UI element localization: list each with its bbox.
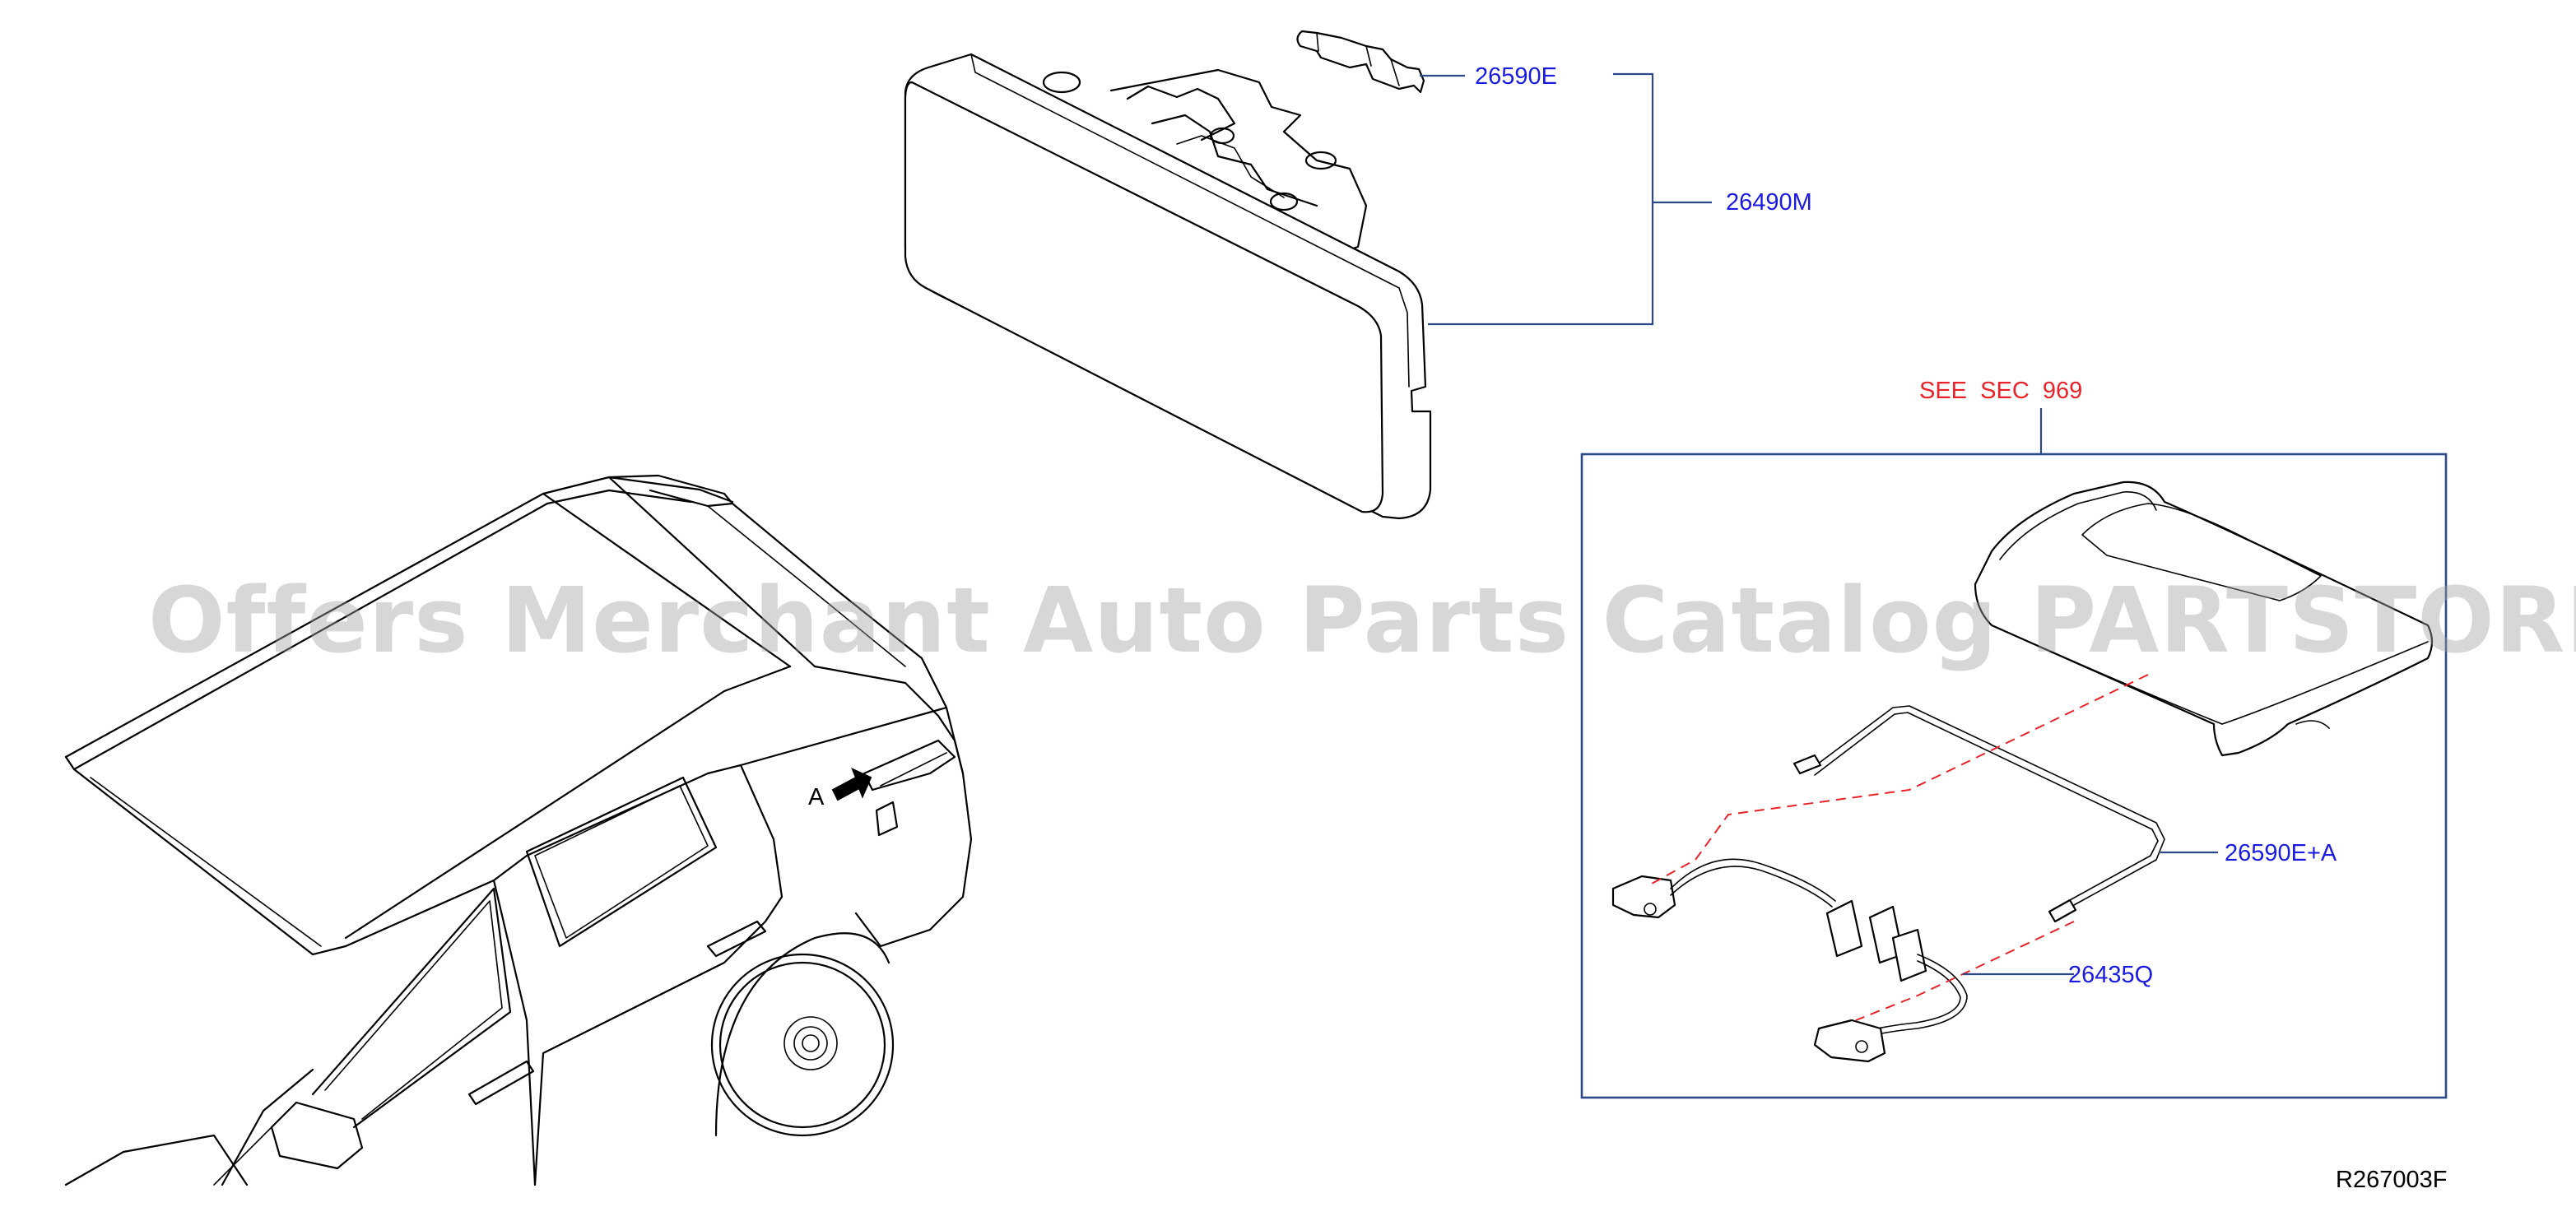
- watermark-text: Offers Merchant Auto Parts Catalog PARTS…: [148, 568, 2576, 673]
- bulb-harness-drawing: [1793, 705, 2165, 923]
- part-number-bulb-harness: 26590E+A: [2225, 840, 2337, 866]
- view-marker-label: A: [808, 784, 825, 810]
- diagram-id: R267003F: [2336, 1167, 2448, 1193]
- stop-lamp-cover-drawing: [1974, 481, 2434, 757]
- view-arrow-icon: [831, 768, 872, 801]
- bulb-drawing: [1296, 30, 1425, 94]
- leader-lines: [1420, 72, 2218, 976]
- wiring-harness-drawing: [1611, 858, 1968, 1063]
- part-number-harness: 26435Q: [2068, 962, 2154, 988]
- lamp-assembly-drawing: [904, 53, 1432, 520]
- vehicle-drawing: [64, 474, 973, 1186]
- part-number-lamp-assembly: 26490M: [1726, 189, 1812, 216]
- part-number-bulb: 26590E: [1475, 63, 1557, 90]
- phantom-lines: [1649, 674, 2149, 1021]
- detail-box: [1580, 453, 2448, 1099]
- section-reference: SEE SEC 969: [1919, 378, 2083, 404]
